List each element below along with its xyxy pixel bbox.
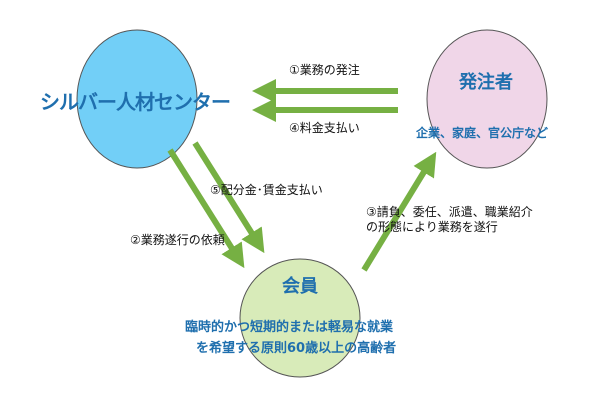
label-wage: ⑤配分金･賃金支払い (210, 183, 323, 197)
arrow-wage (192, 141, 265, 254)
center-name: シルバー人材センター (40, 90, 231, 114)
arrow-request (167, 148, 245, 269)
member-desc-line1: 臨時的かつ短期的または軽易な就業 (185, 320, 394, 335)
label-perform-line1: ③請負、委任、派遣、職業紹介 (366, 205, 533, 219)
label-payment: ④料金支払い (289, 121, 360, 135)
label-request: ②業務遂行の依頼 (130, 233, 225, 247)
member-name: 会員 (282, 276, 318, 297)
client-desc: 企業、家庭、官公庁など (416, 126, 549, 140)
member-desc-line2: を希望する原則60歳以上の高齢者 (196, 341, 397, 356)
client-name: 発注者 (459, 72, 513, 93)
arrow-perform (361, 151, 437, 272)
center-circle (76, 29, 198, 169)
label-perform-line2: の形態により業務を遂行 (366, 220, 498, 234)
client-circle (426, 29, 548, 169)
label-order: ①業務の発注 (289, 63, 360, 77)
member-circle (239, 258, 361, 378)
